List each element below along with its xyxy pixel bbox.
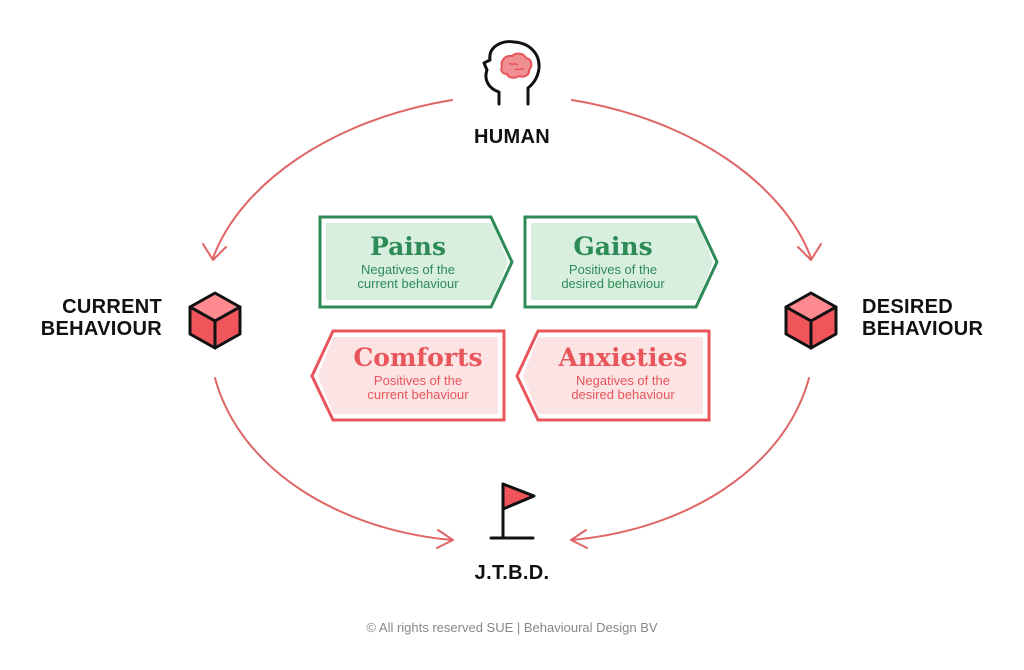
pains-title: Pains: [369, 232, 447, 261]
arrow-current-to-jtbd: [214, 377, 453, 541]
card-anxieties: [515, 329, 711, 422]
anxieties-title: Anxieties: [558, 343, 688, 372]
flag-icon: [489, 482, 536, 540]
arrow-human-to-current: [212, 99, 453, 259]
comforts-description-line1: Positives of the: [373, 373, 463, 388]
arrowhead-desired-to-jtbd: [570, 529, 588, 549]
card-comforts: [310, 329, 506, 422]
anxieties-description: Negatives of the desired behaviour: [535, 374, 711, 402]
current-behaviour-line2: BEHAVIOUR: [40, 318, 162, 340]
card-pains: [318, 215, 514, 309]
jtbd-label: J.T.B.D.: [474, 562, 550, 584]
anxieties-description-line2: desired behaviour: [571, 387, 675, 402]
desired-behaviour-line2: BEHAVIOUR: [862, 318, 984, 340]
copyright-footer: © All rights reserved SUE | Behavioural …: [366, 620, 658, 635]
head-brain-icon: [482, 40, 541, 106]
human-label: HUMAN: [474, 126, 550, 148]
gains-description: Positives of the desired behaviour: [525, 263, 701, 291]
pains-description-line1: Negatives of the: [361, 262, 455, 277]
arrow-desired-to-jtbd: [571, 377, 810, 541]
gains-description-line2: desired behaviour: [561, 276, 665, 291]
card-gains: [523, 215, 719, 309]
current-behaviour-line1: CURRENT: [62, 296, 162, 318]
cube-icon: [784, 291, 838, 350]
desired-behaviour-label: DESIRED BEHAVIOUR: [862, 296, 1012, 340]
comforts-description: Positives of the current behaviour: [330, 374, 506, 402]
comforts-title: Comforts: [353, 343, 483, 372]
arrow-human-to-desired: [571, 99, 812, 259]
current-behaviour-label: CURRENT BEHAVIOUR: [20, 296, 162, 340]
arrowhead-current-to-jtbd: [436, 529, 454, 549]
arrowhead-human-to-desired: [797, 243, 822, 261]
gains-title: Gains: [573, 232, 653, 261]
anxieties-description-line1: Negatives of the: [576, 373, 670, 388]
gains-description-line1: Positives of the: [568, 262, 658, 277]
pains-description-line2: current behaviour: [357, 276, 459, 291]
pains-description: Negatives of the current behaviour: [320, 263, 496, 291]
comforts-description-line2: current behaviour: [367, 387, 469, 402]
arrowhead-human-to-current: [202, 243, 227, 261]
desired-behaviour-line1: DESIRED: [862, 296, 954, 318]
cube-icon: [188, 291, 242, 350]
